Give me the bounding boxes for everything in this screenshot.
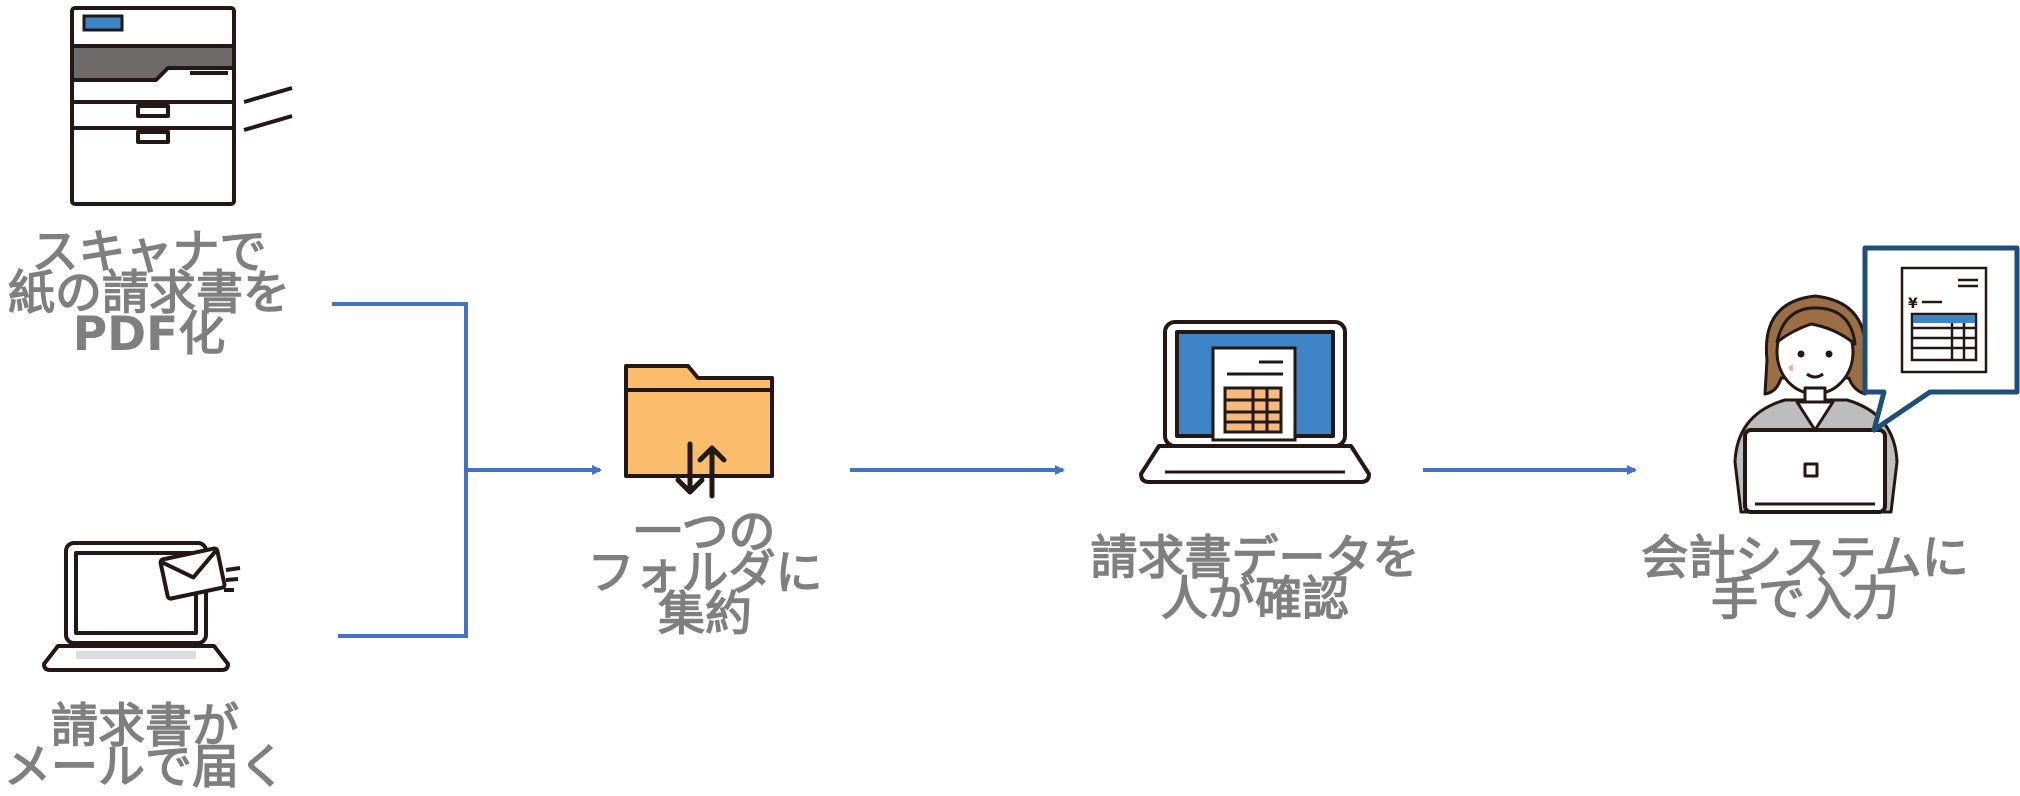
email-step-label: 請求書が メールで届く <box>0 699 290 795</box>
label-line: 請求書が <box>51 699 239 754</box>
invoice-currency-symbol: ¥ <box>1908 296 1918 312</box>
label-line: フォルダに <box>587 546 823 601</box>
scanner-panel <box>82 14 124 32</box>
label-line: 手で入力 <box>1711 572 1899 627</box>
label-line: スキャナで <box>31 225 267 280</box>
laptop-document-icon <box>1139 320 1371 484</box>
label-line: 集約 <box>658 587 752 642</box>
label-line: 請求書データを <box>1090 531 1420 586</box>
folder-step-label: 一つの フォルダに 集約 <box>570 505 840 642</box>
laptop-screen-document <box>1211 346 1297 442</box>
merge-bracket-connector <box>332 302 468 638</box>
entry-step-label: 会計システムに 手で入力 <box>1640 531 1970 627</box>
folder-transfer-icon <box>624 364 774 499</box>
label-line: 紙の請求書を <box>8 266 290 321</box>
invoice-callout-icon: ¥ <box>1862 245 2020 433</box>
review-step-label: 請求書データを 人が確認 <box>1080 531 1430 627</box>
laptop-mail-icon <box>42 541 241 672</box>
label-line: PDF化 <box>72 307 226 362</box>
scanner-icon <box>70 6 293 206</box>
label-line: 会計システムに <box>1641 531 1969 586</box>
label-line: 人が確認 <box>1161 572 1349 627</box>
label-line: メールで届く <box>4 740 286 795</box>
label-line: 一つの <box>634 505 776 560</box>
invoice-table-header <box>1913 315 1975 323</box>
person-laptop-icon <box>1733 294 1899 514</box>
scanner-step-label: スキャナで 紙の請求書を PDF化 <box>4 225 294 362</box>
